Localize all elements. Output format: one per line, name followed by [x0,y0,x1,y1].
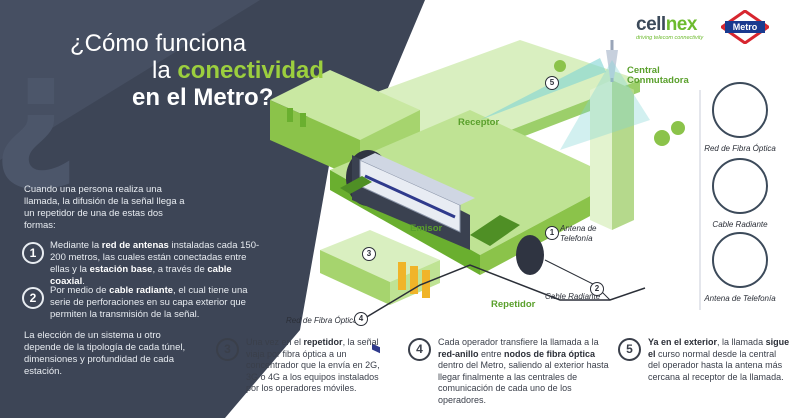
marker-4: 4 [354,312,368,326]
page-title: ¿Cómo funciona la conectividad en el Met… [70,30,330,111]
legend-fiber-label: Red de Fibra Óptica [704,144,776,153]
point-1-text-a: Mediante la [50,240,102,251]
step-5-number: 5 [618,338,641,361]
legend-cable-label: Cable Radiante [712,220,768,229]
label-red-fibra: Red de Fibra Óptica [286,316,358,325]
step-5-text-b: curso normal desde la central del operad… [648,348,784,382]
point-2-number: 2 [22,287,44,309]
point-2: 2 Por medio de cable radiante, el cual t… [12,285,262,321]
tunnel-block [330,110,620,255]
title-line-2: la conectividad [70,57,330,84]
step-5-text-a: , la llamada [717,337,766,347]
metro-logo: Metro [719,9,771,45]
step-4-bold-b: nodos de fibra óptica [504,348,596,359]
title-line-3: en el Metro? [132,84,274,111]
step-4-bold-a: red-anillo [438,348,479,359]
cellnex-word-a: cell [636,14,666,35]
step-3: 3 Una vez en el repetidor, la señal viaj… [212,337,388,395]
point-1-bold-a: red de antenas [101,240,169,251]
label-cable-radiante: Cable Radiante [545,292,601,301]
step-5-bold-a: Ya en el exterior [648,337,718,347]
point-2-text-b: , el cual tiene una serie de perforacion… [50,285,248,320]
title-line-2-plain: la [152,57,178,84]
question-watermark: ¿ [0,22,79,196]
legend-antenna-label: Antena de Telefonía [704,294,776,303]
closing-text: La elección de un sistema u otro depende… [24,330,186,377]
label-repetidor: Repetidor [491,299,536,310]
cellnex-logo: cellnex driving telecom connectivity [636,14,703,41]
signal-beam-central [560,60,650,150]
point-2-text-a: Por medio de [50,285,110,296]
legend-antenna: Antena de Telefonía [700,232,780,303]
signal-beam-receptor [480,58,606,120]
step-5: 5 Ya en el exterior, la llamada sigue el… [614,337,790,383]
cellnex-word-b: nex [665,14,698,35]
point-1-bold-b: estación base [89,264,153,275]
step-4-text-b: entre [478,348,505,359]
step-3-number: 3 [216,338,239,361]
tunnel-exit [516,235,544,275]
fiber-line [364,264,646,319]
point-1-text-b: instaladas cada 150-200 metros, las cual… [50,240,260,275]
point-1-text-c: , a través de [152,264,208,275]
step-4: 4 Cada operador transfiere la llamada a … [404,337,616,406]
point-1-bold-c: cable coaxial [50,264,232,287]
marker-1: 1 [545,226,559,240]
radiant-cable-icon [712,158,768,214]
marker-3: 3 [362,247,376,261]
antenna-icon [712,232,768,288]
step-3-text-b: , la señal viaja por fibra óptica a un c… [246,337,380,393]
title-line-2-accent: conectividad [177,57,325,84]
escalator [470,215,520,246]
step-4-text-c: dentro del Metro, saliendo al exterior h… [438,360,609,405]
mezzanine [270,70,420,140]
intro-text: Cuando una persona realiza una llamada, … [24,184,185,231]
label-emisor: Emisor [410,223,443,234]
metro-label: Metro [725,21,765,33]
title-line-1: ¿Cómo funciona [70,30,247,57]
point-1-text-d: . [82,276,85,287]
label-antena: Antena de Telefonía [560,224,597,243]
label-central: Central Conmutadora [627,65,689,86]
step-3-bold-a: repetidor [303,337,343,347]
cellnex-tagline: driving telecom connectivity [636,35,704,41]
step-4-number: 4 [408,338,431,361]
point-1-number: 1 [22,242,44,264]
marker-5: 5 [545,76,559,90]
label-receptor: Receptor [458,117,500,128]
marker-2: 2 [590,282,604,296]
legend-cable: Cable Radiante [700,158,780,229]
point-2-bold-a: cable radiante [109,285,174,296]
legend-fiber: Red de Fibra Óptica [700,82,780,153]
point-1: 1 Mediante la red de antenas instaladas … [12,240,262,288]
dark-panel-band [0,0,260,160]
step-4-text-a: Cada operador transfiere la llamada a la [438,337,599,347]
fiber-optic-icon [712,82,768,138]
step-3-text-a: Una vez en el [246,337,304,347]
cellnex-wordmark: cellnex [636,14,703,36]
step-5-bold-b: sigue el [648,337,790,359]
